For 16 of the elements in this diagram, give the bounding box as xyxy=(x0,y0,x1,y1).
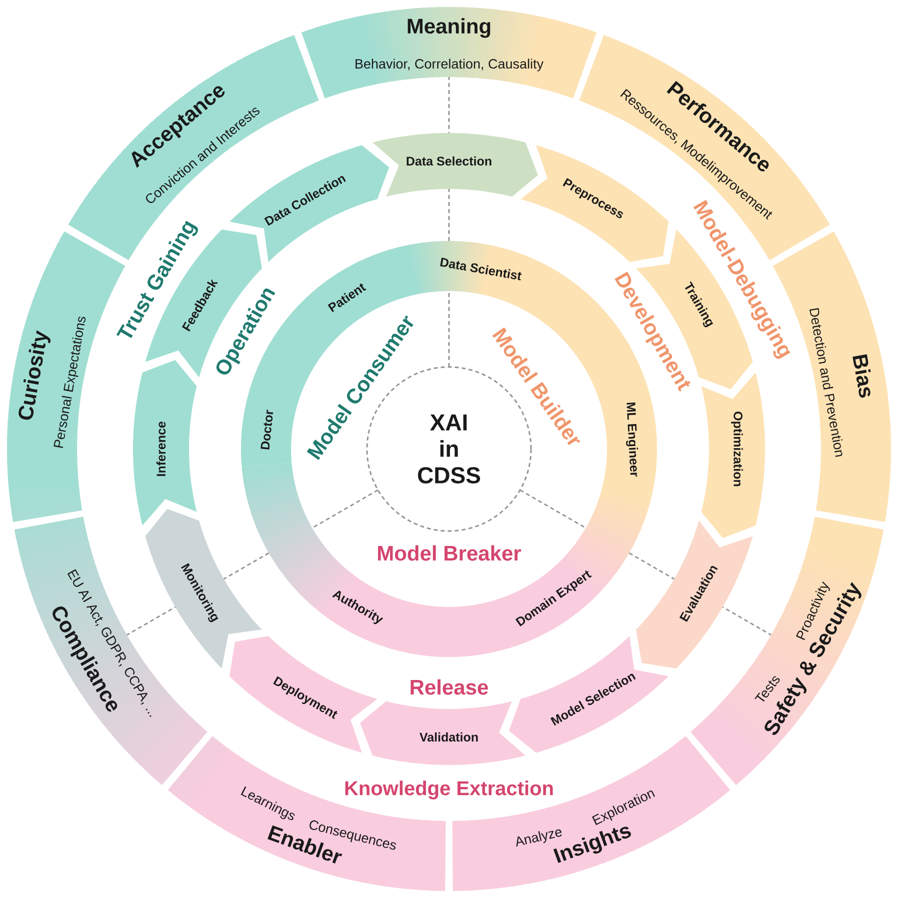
node-label: Behavior, Correlation, Causality xyxy=(356,58,544,72)
chevron-segment: Optimization xyxy=(701,372,765,538)
node-label: Detection and Prevention xyxy=(809,308,842,457)
node-label: ML Engineer xyxy=(626,402,638,477)
ring-segment: Meaning Behavior, Correlation, Causality xyxy=(301,7,597,98)
node-label: Doctor xyxy=(260,410,274,450)
node-label: Bias xyxy=(852,354,871,398)
node-label: Data Scientist xyxy=(440,258,522,280)
node-label: Meaning xyxy=(408,18,490,38)
node-label: Optimization xyxy=(731,412,743,486)
chevron-segment: Inference xyxy=(133,360,197,526)
node-label: Personal Expectations xyxy=(54,316,86,448)
node-label: Curiosity xyxy=(18,330,50,420)
chevron-segment: Validation xyxy=(360,701,526,765)
chevron-segment: Data Selection xyxy=(372,133,538,197)
phase-label: Release xyxy=(410,679,488,695)
